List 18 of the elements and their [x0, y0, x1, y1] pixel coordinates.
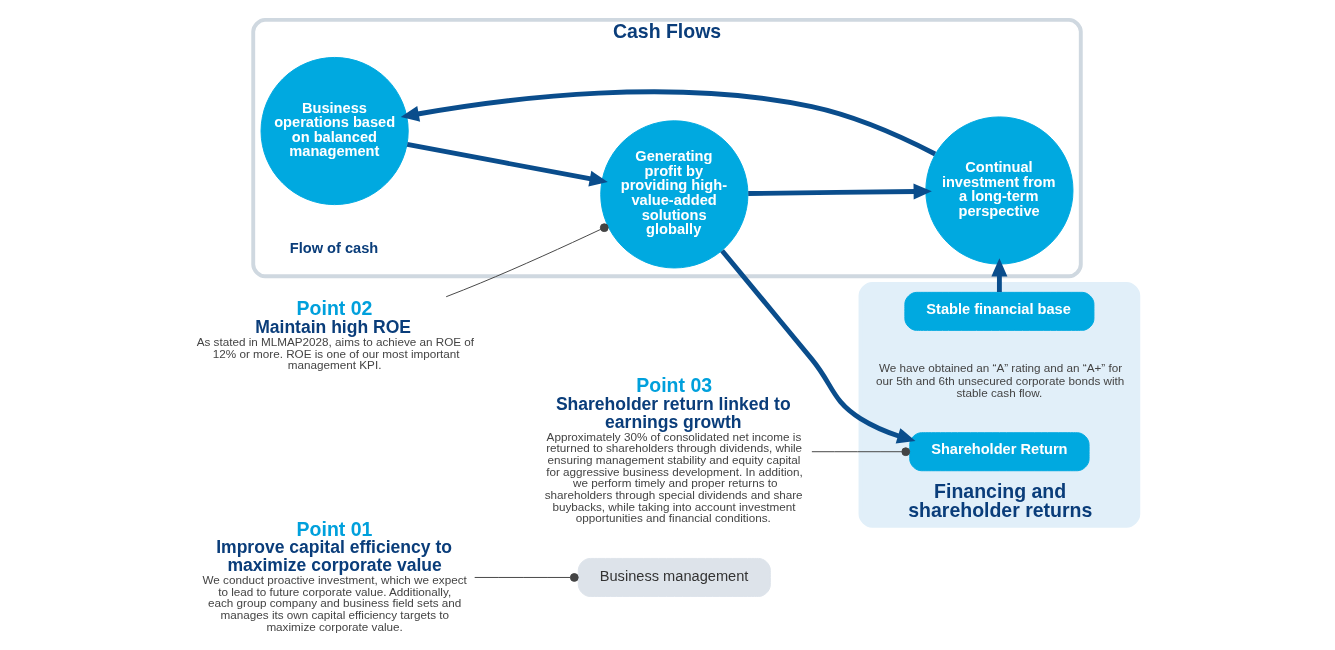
node-circle: Business operations based on balanced management — [260, 56, 409, 206]
node-text: Point 01 Improve capital efficiency to maximize corporate value We conduct proactive investment, which we expect to lead to future corporate value. Additionally, each group company and business field sets and manages its own capital efficiency targets to maximize corporate value. — [202, 517, 467, 633]
node-box: Stable financial base — [904, 291, 1095, 331]
node-text: Point 03 Shareholder return linked to earnings growth Approximately 30% of consolidated net income is returned to shareholders through dividends, while ensuring management stability and equity capital for aggressive business development. In addition, we perform timely and proper returns to shareholders through special dividends and share buybacks, while taking into account investment opportunities and financial conditions. — [544, 374, 803, 525]
arrow — [400, 89, 937, 157]
node-box: Shareholder Return — [909, 432, 1090, 472]
connector — [474, 573, 579, 582]
arrow — [991, 258, 1008, 292]
node-circle: Continual investment from a long-term perspective — [925, 116, 1074, 265]
connector — [445, 223, 609, 298]
node-text: Point 02 Maintain high ROE As stated in MLMAP2028, aims to achieve an ROE of 12% or more. ROE is one of our most important management KPI. — [196, 297, 475, 372]
label: Flow of cash — [289, 240, 379, 257]
node-box: Business management — [577, 557, 771, 597]
arrow — [720, 249, 916, 444]
connector — [811, 447, 911, 457]
node-label: We have obtained an “A” rating and an “A+” for our 5th and 6th unsecured corporate bonds with stable cash flow. — [876, 360, 1125, 400]
arrow — [748, 183, 932, 200]
arrow — [406, 142, 608, 187]
